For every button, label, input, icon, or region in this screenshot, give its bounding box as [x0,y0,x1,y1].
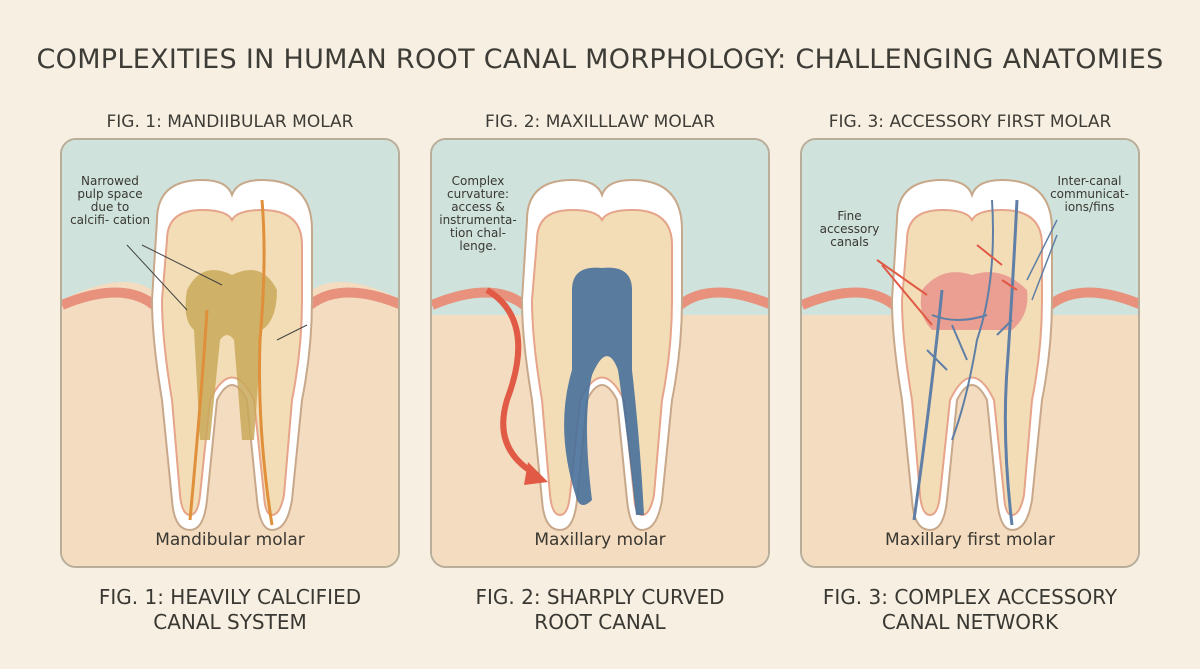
fig3-canal-2 [1003,199,1019,526]
fig2-heading: FIG. 2: MAXILLLAⱲ MOLAR [484,112,716,132]
fig1-caption: Mandibular molar [155,530,305,550]
fig1-calcified-pulp [185,270,277,440]
page-title: COMPLEXITIES IN HUMAN ROOT CANAL MORPHOL… [36,44,1164,75]
fig1-illustration [62,140,398,566]
fig3-arrows-mid [976,244,1018,291]
fig1-footer: FIG. 1: HEAVILY CALCIFIED CANAL SYSTEM [60,585,400,635]
fig3-canal-1 [912,289,944,521]
fig3-gum-right [1046,287,1138,310]
fig3-annotation-1: Fine accessory canals [819,209,880,249]
fig2-gum-right [676,287,768,310]
fig2-gum-left [432,287,528,310]
fig2-annotation: Complex curvature: access & instrumenta-… [439,174,517,253]
fig3-arrows-left [876,259,933,326]
fig3-pulp-chamber [920,272,1028,330]
fig3-heading: FIG. 3: ACCESSORY FIRST MOLAR [828,112,1112,132]
fig1-footer-line2: CANAL SYSTEM [153,610,307,634]
fig2-footer-line2: ROOT CANAL [534,610,666,634]
fig1-heading: FIG. 1: MANDIIBULAR MOLAR [106,112,354,132]
fig3-annotation-2: Inter-canal communicat- ions/fins [1050,174,1129,214]
fig2-curvature-arrow [485,287,539,478]
fig1-canal-left [188,309,209,521]
fig3-canal-3 [951,199,994,441]
fig1-pointer-3 [276,324,308,341]
fig3-illustration [802,140,1138,566]
fig3-footer-line2: CANAL NETWORK [881,610,1059,634]
fig3-accessory-canals [926,314,1013,371]
fig2-footer-line1: FIG. 2: SHARPLY CURVED [475,585,725,609]
fig3-footer: FIG. 3: COMPLEX ACCESSORY CANAL NETWORK [800,585,1140,635]
fig2-arrow-head [524,462,548,485]
fig1-canal-right [258,199,274,526]
fig1-pointer-1 [126,244,188,311]
fig3-footer-line1: FIG. 3: COMPLEX ACCESSORY [822,585,1118,609]
fig3-panel: Fine accessory canals Inter-canal commun… [800,138,1140,568]
fig1-footer-line1: FIG. 1: HEAVILY CALCIFIED [98,585,362,609]
fig1-pointer-2 [141,244,223,286]
fig1-gum-right [306,287,398,310]
fig3-pointer-lines [1026,219,1058,301]
fig2-illustration [432,140,768,566]
fig3-gum-left [802,287,898,310]
fig2-panel: Complex curvature: access & instrumenta-… [430,138,770,568]
fig1-annotation: Narrowed pulp space due to calcifi- cati… [70,174,150,227]
fig1-panel: Narrowed pulp space due to calcifi- cati… [60,138,400,568]
fig2-caption: Maxillary molar [534,530,666,550]
fig2-footer: FIG. 2: SHARPLY CURVED ROOT CANAL [430,585,770,635]
fig2-curved-canal [564,267,644,515]
fig1-gum-left [62,287,158,310]
fig3-caption: Maxillary first molar [885,530,1055,550]
